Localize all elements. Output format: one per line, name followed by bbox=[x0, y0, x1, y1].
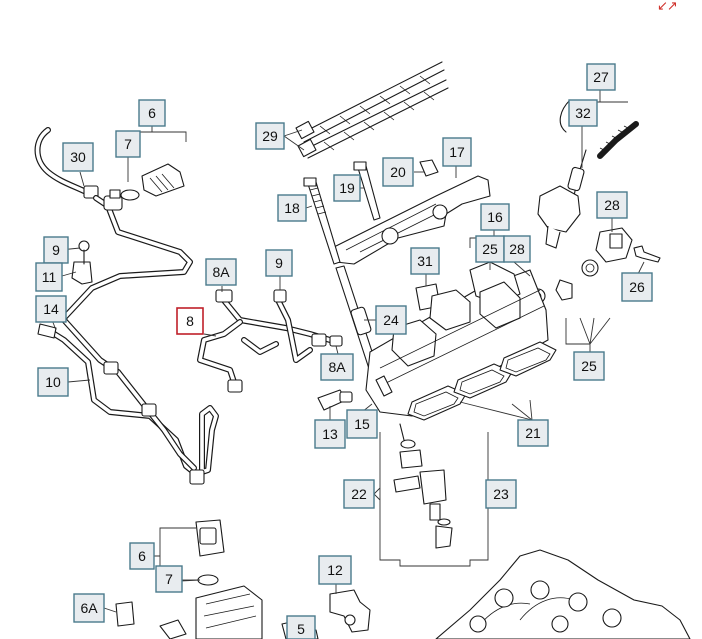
svg-text:25: 25 bbox=[482, 241, 498, 257]
svg-text:9: 9 bbox=[52, 242, 60, 258]
callouts: 27 32 6 7 30 29 17 20 19 18 16 25 28 28 … bbox=[35, 63, 653, 639]
injector bbox=[393, 423, 453, 549]
callout-16[interactable]: 16 bbox=[480, 203, 510, 231]
svg-text:8A: 8A bbox=[328, 359, 346, 375]
svg-text:25: 25 bbox=[581, 358, 597, 374]
callout-10[interactable]: 10 bbox=[37, 367, 69, 397]
callout-20[interactable]: 20 bbox=[382, 157, 414, 187]
callout-7-bottom[interactable]: 7 bbox=[155, 565, 183, 593]
svg-text:29: 29 bbox=[262, 128, 278, 144]
svg-text:19: 19 bbox=[339, 180, 355, 196]
svg-text:31: 31 bbox=[417, 253, 433, 269]
svg-text:10: 10 bbox=[45, 374, 61, 390]
callout-32[interactable]: 32 bbox=[568, 99, 598, 127]
svg-text:5: 5 bbox=[297, 621, 305, 637]
svg-text:28: 28 bbox=[509, 241, 525, 257]
pressure-sensor-top bbox=[120, 163, 185, 201]
svg-text:15: 15 bbox=[354, 416, 370, 432]
callout-24[interactable]: 24 bbox=[375, 305, 407, 335]
callout-6-top[interactable]: 6 bbox=[138, 99, 166, 127]
callout-9-left[interactable]: 9 bbox=[43, 236, 69, 264]
svg-text:30: 30 bbox=[70, 149, 86, 165]
diagram-artwork bbox=[34, 61, 691, 639]
callout-28-mid[interactable]: 28 bbox=[503, 235, 531, 263]
callout-12[interactable]: 12 bbox=[318, 555, 352, 585]
svg-text:13: 13 bbox=[322, 426, 338, 442]
callout-23[interactable]: 23 bbox=[485, 479, 517, 509]
callout-5[interactable]: 5 bbox=[286, 615, 316, 639]
callout-14[interactable]: 14 bbox=[35, 295, 67, 323]
callout-13[interactable]: 13 bbox=[314, 419, 346, 449]
callout-17[interactable]: 17 bbox=[442, 137, 472, 167]
svg-text:27: 27 bbox=[593, 69, 609, 85]
cable-ties bbox=[295, 61, 449, 159]
fuel-rail-assembly bbox=[303, 159, 557, 421]
svg-text:8: 8 bbox=[186, 313, 194, 329]
callout-22[interactable]: 22 bbox=[343, 479, 375, 509]
callout-18[interactable]: 18 bbox=[277, 194, 307, 222]
svg-text:12: 12 bbox=[327, 562, 343, 578]
callout-6A[interactable]: 6A bbox=[73, 593, 105, 623]
callout-11[interactable]: 11 bbox=[35, 262, 63, 292]
pressure-sensor-bottom bbox=[115, 519, 263, 639]
svg-text:24: 24 bbox=[383, 312, 399, 328]
callout-28[interactable]: 28 bbox=[596, 191, 628, 219]
callout-9-mid[interactable]: 9 bbox=[265, 249, 293, 277]
svg-text:17: 17 bbox=[449, 144, 465, 160]
callout-7-top[interactable]: 7 bbox=[115, 130, 141, 158]
svg-text:11: 11 bbox=[42, 269, 57, 285]
callout-6-bottom[interactable]: 6 bbox=[129, 542, 155, 570]
svg-text:16: 16 bbox=[487, 209, 503, 225]
fuel-pipe-left bbox=[37, 240, 219, 485]
callout-8A-top[interactable]: 8A bbox=[205, 258, 237, 286]
svg-text:14: 14 bbox=[43, 301, 59, 317]
svg-text:28: 28 bbox=[604, 197, 620, 213]
svg-text:18: 18 bbox=[284, 200, 300, 216]
vacuum-hose bbox=[34, 127, 193, 321]
svg-text:23: 23 bbox=[493, 486, 509, 502]
expand-arrows-icon[interactable]: ↙↗ bbox=[657, 0, 678, 14]
callout-8[interactable]: 8 bbox=[176, 307, 204, 335]
svg-text:7: 7 bbox=[165, 571, 173, 587]
callout-25-top[interactable]: 25 bbox=[475, 235, 505, 263]
svg-text:20: 20 bbox=[390, 164, 406, 180]
callout-31[interactable]: 31 bbox=[410, 247, 440, 275]
callout-19[interactable]: 19 bbox=[333, 174, 361, 202]
svg-text:8A: 8A bbox=[212, 264, 230, 280]
svg-text:6: 6 bbox=[148, 105, 156, 121]
svg-text:9: 9 bbox=[275, 255, 283, 271]
svg-text:7: 7 bbox=[124, 136, 132, 152]
valve-assembly bbox=[530, 99, 661, 304]
callout-8A-mid[interactable]: 8A bbox=[320, 353, 354, 381]
fuel-lines-center bbox=[197, 289, 343, 393]
svg-text:26: 26 bbox=[629, 279, 645, 295]
svg-text:32: 32 bbox=[575, 105, 591, 121]
callout-26[interactable]: 26 bbox=[621, 272, 653, 302]
callout-21[interactable]: 21 bbox=[517, 419, 549, 447]
svg-text:21: 21 bbox=[525, 425, 541, 441]
callout-29[interactable]: 29 bbox=[255, 122, 285, 150]
svg-text:6: 6 bbox=[138, 548, 146, 564]
svg-text:22: 22 bbox=[351, 486, 367, 502]
svg-text:6A: 6A bbox=[80, 600, 98, 616]
callout-25-right[interactable]: 25 bbox=[573, 351, 605, 381]
callout-30[interactable]: 30 bbox=[62, 142, 94, 172]
callout-15[interactable]: 15 bbox=[346, 409, 378, 439]
callout-27[interactable]: 27 bbox=[586, 63, 616, 91]
